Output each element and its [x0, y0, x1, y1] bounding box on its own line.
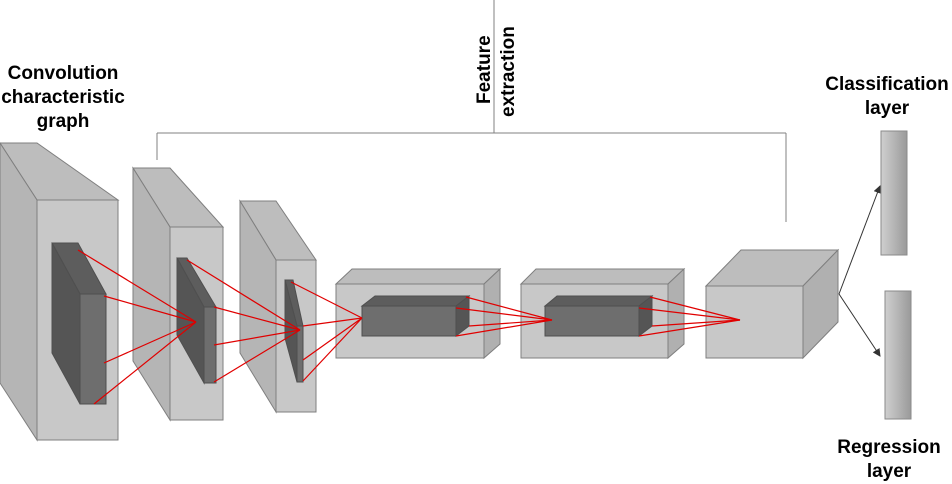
- conv-label-line1: Convolution: [7, 63, 119, 84]
- feature-map-5: [543, 294, 654, 338]
- regression-layer-bar: [884, 290, 912, 420]
- classification-layer-bar: [880, 130, 908, 256]
- classification-layer-label: Classification layer: [822, 73, 952, 121]
- connection-lines: [77, 249, 741, 405]
- reg-label-line2: layer: [866, 461, 912, 482]
- feature-label-line2: extraction: [498, 26, 519, 117]
- regression-layer-label: Regression layer: [830, 436, 948, 484]
- conv-label-line2: characteristic: [1, 87, 125, 108]
- reg-label-line1: Regression: [837, 437, 941, 458]
- class-label-line2: layer: [864, 98, 910, 119]
- class-label-line1: Classification: [825, 74, 949, 95]
- conv-label-line3: graph: [36, 111, 90, 132]
- output-block: [704, 248, 840, 360]
- feature-map-4: [360, 294, 471, 338]
- feature-map-1: [51, 242, 107, 405]
- convolution-graph-label: Convolution characteristic graph: [0, 62, 126, 134]
- conv-block-3: [239, 199, 317, 414]
- feature-label-line1: Feature: [474, 35, 495, 104]
- feature-extraction-bracket: [156, 0, 787, 222]
- output-arrows: [838, 185, 882, 357]
